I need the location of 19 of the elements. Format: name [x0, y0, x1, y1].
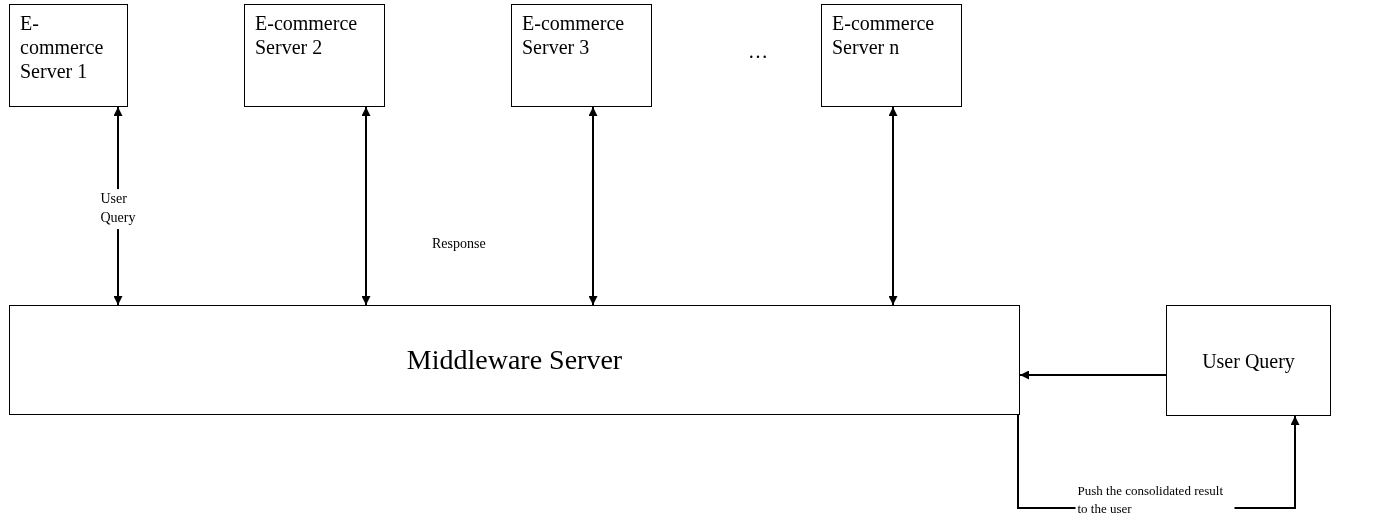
- node-text: E-commerce Server 2: [255, 11, 359, 59]
- arrow: [361, 106, 371, 306]
- node-text: E-commerce Server 1: [20, 11, 105, 83]
- server-box: [9, 4, 128, 107]
- arrow: [588, 106, 598, 306]
- server-box: [244, 4, 385, 107]
- node-text: E-commerce Server 3: [522, 11, 626, 59]
- server-box: [9, 305, 1020, 415]
- arrow: [1019, 370, 1167, 380]
- node-text: E-commerce Server n: [832, 11, 936, 59]
- server-box: [1166, 305, 1331, 416]
- server-box: [821, 4, 962, 107]
- server-box: [511, 4, 652, 107]
- node-text: Middleware Server: [406, 343, 623, 377]
- node-text: User Query: [1202, 348, 1295, 373]
- label: Response: [432, 236, 486, 252]
- arrow: [888, 106, 898, 306]
- edge-label: User Query: [98, 189, 138, 229]
- label: …: [748, 40, 768, 63]
